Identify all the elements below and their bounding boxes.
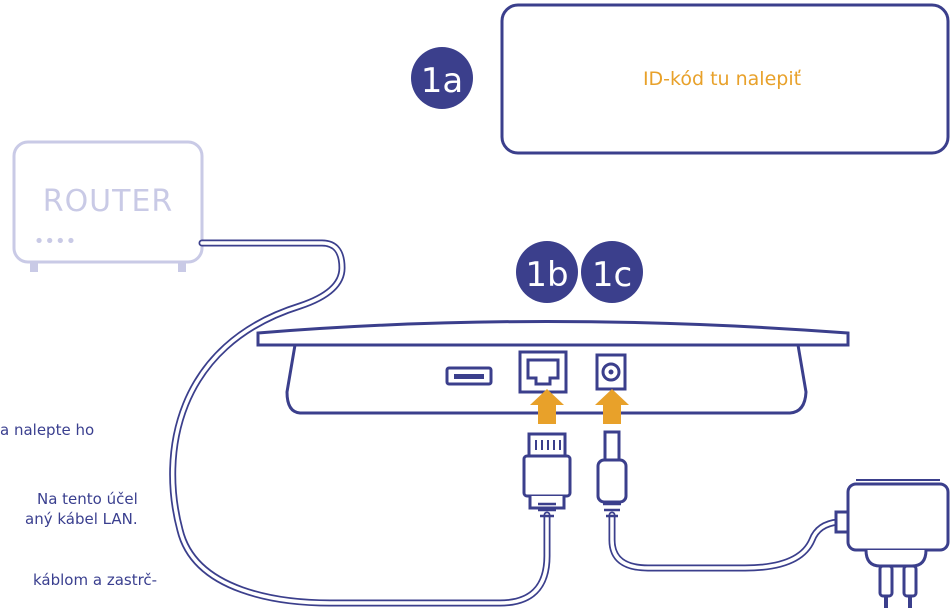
dc-plug-icon	[596, 430, 628, 518]
instruction-line-1: a nalepte ho	[0, 421, 95, 439]
id-sticker-box: ID-kód tu nalepiť	[500, 3, 950, 155]
usb-port-icon	[445, 366, 493, 386]
ethernet-plug-icon	[522, 432, 572, 518]
arrow-up-icon	[595, 389, 629, 424]
instruction-line-4: káblom a zastrč-	[33, 571, 158, 589]
router-label: ROUTER	[43, 184, 174, 219]
instruction-line-3: aný kábel LAN.	[25, 510, 138, 528]
id-sticker-label: ID-kód tu nalepiť	[643, 68, 802, 90]
power-cable	[608, 511, 842, 572]
router-status-dots: ••••	[34, 231, 76, 252]
lan-cable	[169, 239, 551, 607]
step-badge-1c: 1c	[581, 241, 643, 303]
step-badge-1c-label: 1c	[592, 255, 632, 295]
router: ROUTER ••••	[12, 140, 204, 272]
arrow-up-icon	[530, 389, 564, 424]
ethernet-port-icon	[518, 350, 568, 394]
dc-power-port-icon	[595, 353, 627, 391]
power-adapter-icon	[834, 479, 950, 608]
instruction-line-2: Na tento účel	[37, 490, 138, 508]
step-badge-1b-label: 1b	[525, 255, 568, 295]
step-badge-1a-label: 1a	[421, 61, 463, 101]
step-badge-1a: 1a	[411, 47, 473, 109]
step-badge-1b: 1b	[516, 241, 578, 303]
